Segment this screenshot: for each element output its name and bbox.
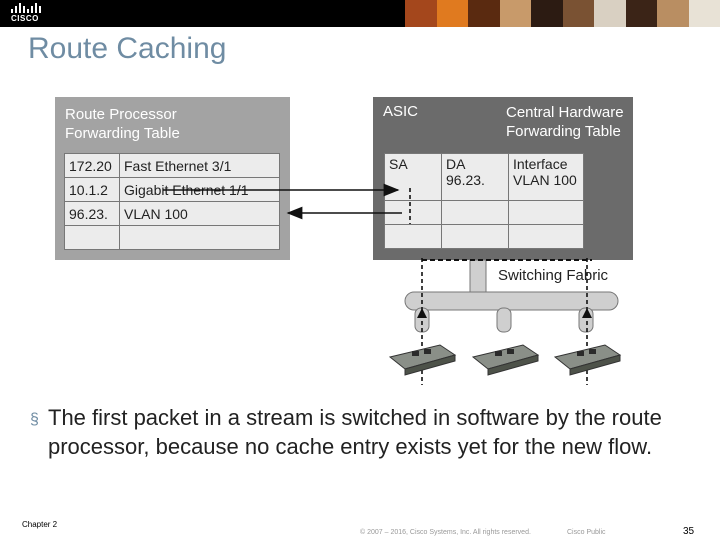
banner-photo bbox=[657, 0, 689, 27]
banner-photo bbox=[625, 0, 657, 27]
central-hardware-table-title: Central Hardware Forwarding Table bbox=[506, 104, 624, 140]
table-cell bbox=[508, 224, 584, 249]
banner-photo bbox=[688, 0, 720, 27]
column-header: DA 96.23. bbox=[441, 153, 509, 201]
line-card-icon bbox=[471, 344, 540, 376]
banner-photo bbox=[531, 0, 563, 27]
banner-photo bbox=[562, 0, 594, 27]
cisco-logo: CISCO bbox=[8, 3, 44, 25]
bullet-text: The first packet in a stream is switched… bbox=[48, 405, 662, 459]
footer-classification: Cisco Public bbox=[567, 529, 606, 536]
table-cell bbox=[441, 200, 509, 225]
bullet-square-icon: § bbox=[30, 411, 39, 428]
table-row: 96.23. VLAN 100 bbox=[64, 201, 280, 226]
switching-fabric-pipe bbox=[404, 259, 619, 333]
switching-fabric-label: Switching Fabric bbox=[498, 267, 609, 284]
table-cell bbox=[384, 224, 442, 249]
central-hardware-table: SA DA 96.23. Interface VLAN 100 bbox=[384, 153, 584, 249]
line-card-icon bbox=[388, 344, 457, 376]
cisco-bars-icon bbox=[8, 3, 44, 13]
bullet-point: § The first packet in a stream is switch… bbox=[30, 403, 680, 461]
prefix-cell bbox=[64, 225, 120, 250]
interface-cell: VLAN 100 bbox=[119, 201, 280, 226]
slide-title: Route Caching bbox=[28, 32, 227, 65]
route-processor-table: 172.20 Fast Ethernet 3/1 10.1.2 Gigabit … bbox=[64, 153, 280, 250]
photo-banner bbox=[405, 0, 720, 27]
interface-cell: Fast Ethernet 3/1 bbox=[119, 153, 280, 178]
top-bar: CISCO bbox=[0, 0, 720, 27]
footer-chapter: Chapter 2 bbox=[22, 520, 58, 529]
asic-box: ASIC Central Hardware Forwarding Table S… bbox=[373, 97, 633, 260]
line-card-icon bbox=[553, 344, 622, 376]
logo-text: CISCO bbox=[11, 14, 39, 23]
interface-cell bbox=[119, 225, 280, 250]
banner-photo bbox=[594, 0, 626, 27]
page-number: 35 bbox=[683, 526, 695, 537]
route-processor-box: Route Processor Forwarding Table 172.20 … bbox=[55, 97, 290, 260]
banner-photo bbox=[405, 0, 437, 27]
route-processor-title: Route Processor Forwarding Table bbox=[65, 106, 180, 142]
table-row bbox=[64, 225, 280, 250]
asic-label: ASIC bbox=[383, 103, 419, 120]
table-cell bbox=[441, 224, 509, 249]
prefix-cell: 96.23. bbox=[64, 201, 120, 226]
prefix-cell: 172.20 bbox=[64, 153, 120, 178]
table-row bbox=[384, 200, 584, 225]
table-row bbox=[384, 224, 584, 249]
banner-photo bbox=[468, 0, 500, 27]
banner-photo bbox=[499, 0, 531, 27]
column-header: Interface VLAN 100 bbox=[508, 153, 584, 201]
table-cell bbox=[508, 200, 584, 225]
footer-copyright: © 2007 – 2016, Cisco Systems, Inc. All r… bbox=[360, 529, 531, 536]
table-row: 172.20 Fast Ethernet 3/1 bbox=[64, 153, 280, 178]
banner-photo bbox=[436, 0, 468, 27]
